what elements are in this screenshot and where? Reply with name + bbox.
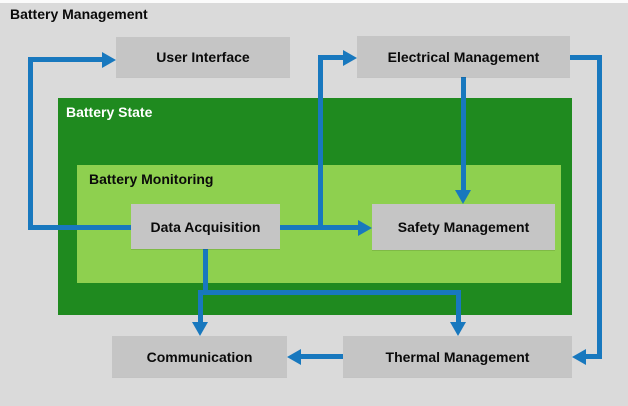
arrowhead-into-thermal-right-icon bbox=[572, 349, 586, 365]
connector-da-to-ui-vertical bbox=[28, 57, 33, 230]
arrowhead-into-communication-top-icon bbox=[192, 322, 208, 336]
node-safety-management: Safety Management bbox=[372, 204, 555, 250]
connector-da-bottom-vertical bbox=[203, 249, 208, 292]
connector-da-to-ui-horizontal-top bbox=[28, 57, 102, 62]
node-user-interface: User Interface bbox=[116, 37, 290, 77]
arrowhead-into-safety-top-icon bbox=[455, 190, 471, 204]
connector-da-to-electrical-horizontal bbox=[318, 55, 343, 60]
top-white-strip bbox=[0, 0, 628, 3]
diagram-title: Battery Management bbox=[10, 6, 148, 22]
arrowhead-into-safety-left-icon bbox=[358, 220, 372, 236]
connector-right-vertical bbox=[597, 55, 602, 359]
connector-da-to-electrical-vertical bbox=[318, 55, 323, 230]
connector-da-to-ui-horizontal-bottom bbox=[28, 225, 131, 230]
node-thermal-management: Thermal Management bbox=[343, 336, 572, 377]
node-data-acquisition: Data Acquisition bbox=[131, 204, 280, 249]
connector-to-thermal-vertical bbox=[456, 295, 461, 322]
connector-electrical-to-safety bbox=[461, 77, 466, 190]
arrowhead-into-thermal-top-icon bbox=[450, 322, 466, 336]
node-data-acquisition-label: Data Acquisition bbox=[150, 218, 261, 235]
connector-electrical-right-horizontal bbox=[570, 55, 602, 60]
arrowhead-into-communication-right-icon bbox=[287, 349, 301, 365]
arrowhead-into-user-interface-icon bbox=[102, 52, 116, 68]
node-user-interface-label: User Interface bbox=[156, 49, 250, 65]
connector-thermal-to-communication bbox=[301, 354, 343, 359]
node-communication-label: Communication bbox=[146, 348, 253, 365]
node-thermal-management-label: Thermal Management bbox=[385, 348, 530, 365]
battery-monitoring-label: Battery Monitoring bbox=[89, 171, 214, 187]
node-safety-management-label: Safety Management bbox=[397, 219, 530, 235]
arrowhead-into-electrical-left-icon bbox=[343, 50, 357, 66]
connector-into-thermal-right bbox=[586, 354, 602, 359]
node-communication: Communication bbox=[112, 336, 287, 377]
node-electrical-management: Electrical Management bbox=[357, 36, 570, 77]
connector-bottom-junction-horizontal bbox=[198, 290, 461, 295]
connector-to-communication-vertical bbox=[198, 292, 203, 322]
battery-state-label: Battery State bbox=[66, 104, 153, 120]
node-electrical-management-label: Electrical Management bbox=[387, 48, 540, 65]
